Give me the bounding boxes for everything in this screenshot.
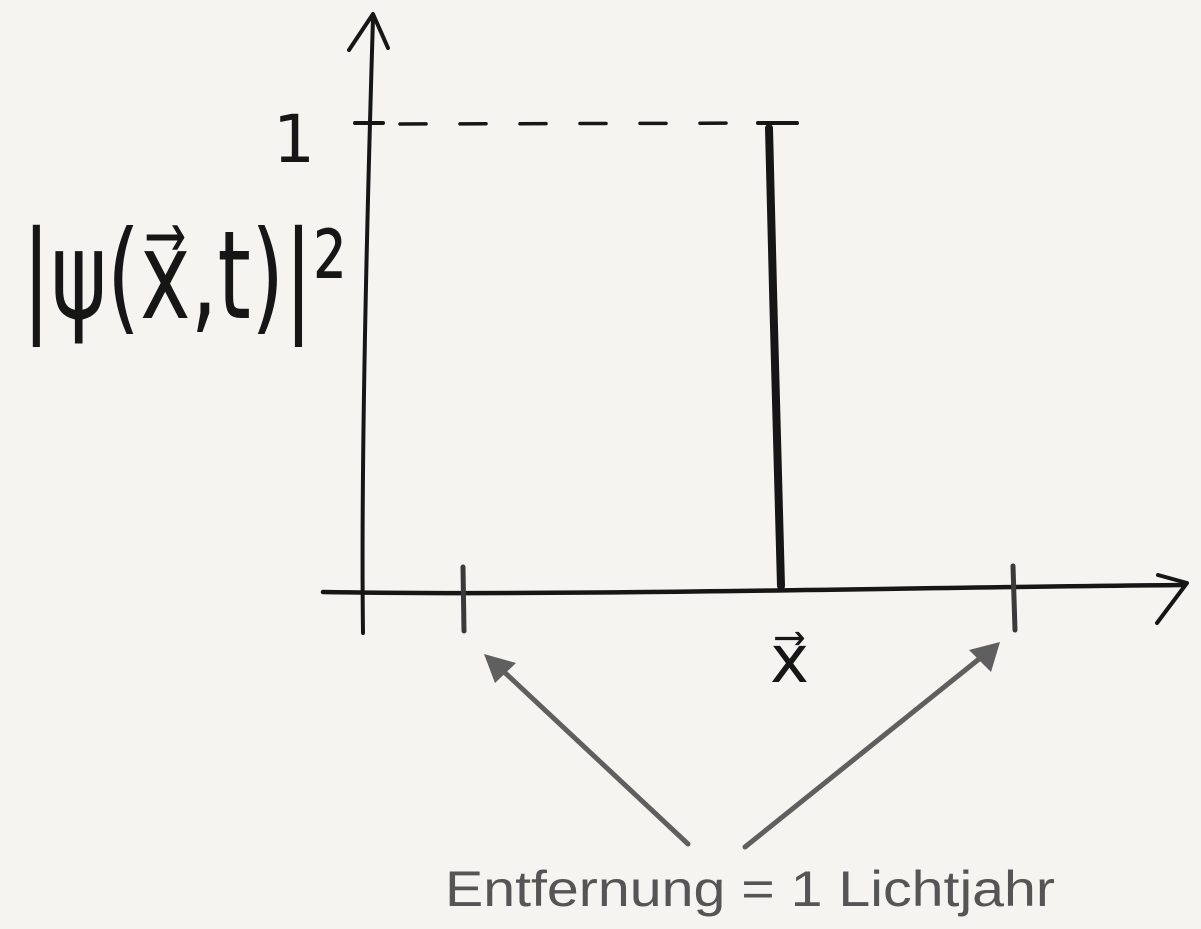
y-axis-label: |ψ(x⃗,t)|² xyxy=(22,205,347,347)
left-pointer-arrowhead xyxy=(484,654,516,683)
x-axis xyxy=(320,582,1186,596)
x-axis-arrowhead xyxy=(1155,573,1189,625)
right-pointer-arrow xyxy=(742,652,987,850)
delta-peak-line xyxy=(765,124,785,590)
y-axis xyxy=(360,16,375,635)
distance-caption: Entfernung = 1 Lichtjahr xyxy=(445,861,1055,917)
y-tick-label: 1 xyxy=(273,101,315,178)
right-pointer-arrowhead xyxy=(969,642,1000,672)
y-axis-arrowhead xyxy=(347,12,390,52)
left-distance-tick xyxy=(460,564,467,634)
dashed-level-line xyxy=(398,121,797,126)
right-distance-tick xyxy=(1010,563,1018,633)
left-pointer-arrow xyxy=(497,665,691,847)
x-marker-label: x⃗ xyxy=(770,621,809,698)
